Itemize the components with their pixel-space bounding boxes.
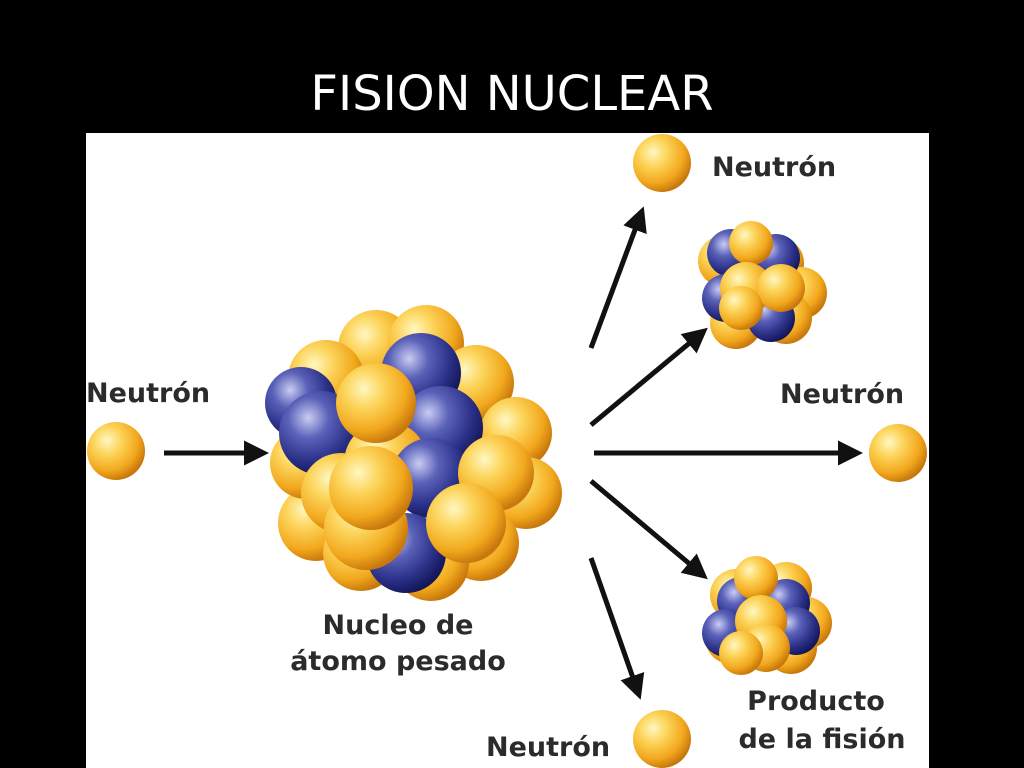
incoming-neutron-particle — [87, 422, 145, 480]
bottom-neutron-label: Neutrón — [486, 732, 611, 763]
arrow-to-top-product — [589, 327, 708, 427]
arrow-to-top-neutron — [588, 206, 647, 349]
nucleus-label-line2: átomo pesado — [290, 646, 506, 677]
top-fission-product — [698, 221, 827, 349]
product-label-line1: Producto — [747, 686, 885, 717]
bottom-neutron-particle — [633, 710, 691, 768]
top-neutron-particle — [633, 134, 691, 192]
product-label-line2: de la fisión — [738, 724, 906, 755]
middle-neutron-label: Neutrón — [780, 379, 905, 410]
heavy-nucleus — [265, 305, 562, 601]
arrow-to-bottom-product — [589, 479, 708, 580]
incoming-neutron-label: Neutrón — [86, 378, 211, 409]
middle-neutron-particle — [869, 424, 927, 482]
top-neutron-label: Neutrón — [712, 152, 837, 183]
slide-title: FISION NUCLEAR — [310, 66, 714, 122]
fission-diagram: Neutrón Neutrón Neutrón Nucleo de átomo … — [86, 133, 929, 768]
arrow-to-bottom-neutron — [588, 557, 645, 700]
fission-diagram-graphics — [87, 134, 927, 768]
nucleus-label-line1: Nucleo de — [322, 610, 474, 641]
bottom-fission-product — [702, 556, 832, 675]
